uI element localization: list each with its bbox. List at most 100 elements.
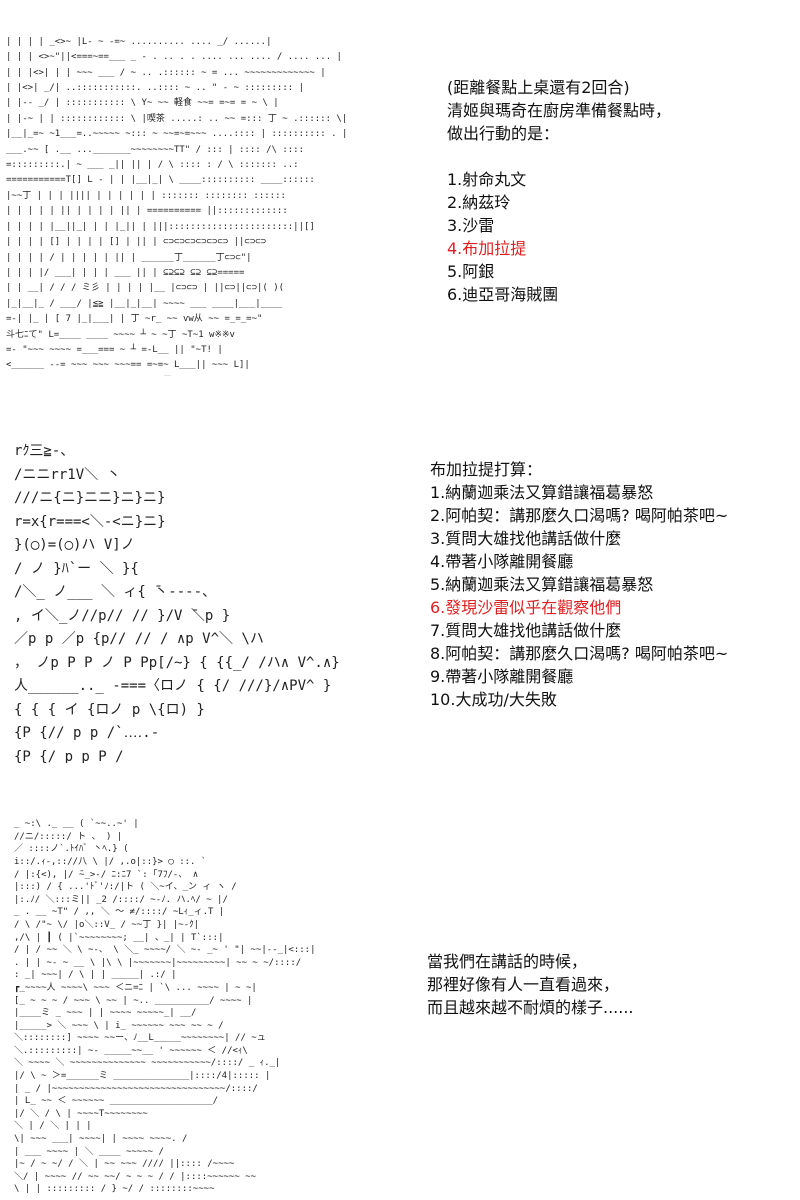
ascii-art-bucciarati: rｸ三≧-、 /ニニrr1V＼ 丶 ///ニ{ニ}ニニ}ニ}ニ} r=x{r==…	[14, 393, 390, 763]
ascii-art-line: _ ~:\ ._ __ ( `~~..~' |	[14, 819, 139, 830]
ascii-art-line: rｸ三≧-、	[14, 443, 75, 459]
text-line: 10.大成功/大失敗	[430, 690, 557, 709]
ascii-art-line: =:::::::::.| ~ ___ _|| || | / \ :::: : /…	[6, 160, 299, 171]
ascii-art-line: ＼ ~~~~ ＼ ~~~~~~~~~~~~~~ ~~~~~~~~~~~/::::…	[14, 1058, 281, 1069]
ascii-art-line: ＼::::::::] ~~~~ ~~ー、ﾉ__L_____~~~~~~~~| /…	[14, 1033, 266, 1044]
ascii-art-line: 人______.._ -===〈ロノ { {/ ///}/∧PV^ }	[14, 678, 332, 694]
ascii-art-line: | | | | [] | | | | [] | || | ⊂⊃⊂⊃⊂⊃⊂⊃⊂⊃⊂…	[6, 237, 267, 248]
text-lines: 當我們在講話的時候， 那裡好像有人一直看過來， 而且越來越不耐煩的樣子......	[427, 950, 634, 1019]
ascii-art-line: . | | ~- ~ __ \ |\ \ |~~~~~~~|~~~~~~~~~|…	[14, 957, 302, 968]
text-line: 4.布加拉提	[447, 239, 527, 258]
ascii-art-line: ＼.:::::::::| ~- _____~~__ ' ~~~~~~ ＜ //<…	[14, 1045, 248, 1056]
ascii-art-line: | | | | / | | | | | || | ______丁______丁⊂…	[6, 252, 252, 263]
ascii-art-line: =-| |_ | [ 7 |_|___| | 丁 ~r_ ~~ vw从 ~~ =…	[6, 314, 263, 325]
ascii-art-line: |/ ＼ / \ | ~~~~T~~~~~~~~	[14, 1108, 148, 1119]
ascii-art-line: | | :::::::: | /ｨ~ヘ: ::::: / _ / ~~ /	[14, 1196, 414, 1197]
ascii-art-line: ___.~~ [ .__ ..._______~~~~~~~~TT" / :::…	[6, 144, 305, 155]
ascii-art-line: / |:{<), |/ ̄~_>-/ ﾆ:ﾆ7 `: ｢7ﾌ/-、 ∧	[14, 869, 199, 880]
action-choice-text: (距離餐點上桌還有2回合) 清姬與瑪奇在廚房準備餐點時， 做出行動的是： 1.射命丸…	[447, 76, 671, 306]
ascii-art-line: | ___ ~~~~ | ＼ ____ ~~~~~ /	[14, 1146, 164, 1157]
narration-text: 當我們在講話的時候， 那裡好像有人一直看過來， 而且越來越不耐煩的樣子......	[427, 950, 634, 1019]
ascii-art-line: | _ / |~~~~~~~~~~~~~~~~~~~~~~~~~~~~~~~~/…	[14, 1083, 258, 1094]
ascii-art-line: |_|__|_ / ___/ |≦≧ |__|_|__| ~~~~ ___ __…	[6, 298, 283, 309]
ascii-art-line: >-==~ ~~~ =~= ~- ~~~ ~~~~ =~=王 |	[6, 374, 410, 377]
ascii-art-line: | |<>| _/| ..:::::::::::. ..:::: ~ .. " …	[6, 83, 305, 94]
ascii-art-line: | L_ ~~ ＜ ~~~~~~ ___________________/	[14, 1096, 219, 1107]
panel-restaurant: | | | | _<>~ |L- ~ -=~ .......... .... _…	[0, 0, 800, 385]
ascii-art-line: ＼ | / ＼ | | |	[14, 1121, 92, 1132]
ascii-art-line: / | / ~~ ＼ \ ~-、 \ ＼_ ~~~~/ ＼ ~- _~ ' "|…	[14, 945, 316, 956]
ascii-art-line: | | | | |__||_| | | |_|| | |||::::::::::…	[6, 221, 315, 232]
text-line: 做出行動的是：	[447, 124, 560, 143]
ascii-art-line: //ニ/:::::/ ト 、 ) |	[14, 831, 123, 842]
ascii-art-line: /＼_ ノ___ ＼ ィ{ ̄丶----、	[14, 584, 217, 600]
text-line: 3.沙雷	[447, 216, 495, 235]
ascii-art-line: ,/\ | ┃ ( |`~~~~~~~~; __| 、_| | T`:::|	[14, 932, 224, 943]
ascii-art-line: |:.ﾉ/ ＼:::ミ|| _2 /::::/ ~-ﾉ. ハ.ﾍ/ ~ |/	[14, 894, 228, 905]
ascii-art-line: i::/.ｨ-,:://八 \ |/ ,.o|::}> ◯ ::. `	[14, 856, 207, 867]
ascii-art-line: \| ~~~ ___| ~~~~| | ~~~~ ~~~~. /	[14, 1134, 188, 1145]
text-line: 6.迪亞哥海賊團	[447, 285, 559, 304]
text-line: 5.阿銀	[447, 262, 495, 281]
ascii-art-line: |:::) / { ...'ﾄﾞ'ﾉ:/|ト ( ＼~イ、_ン ィ ヽ /	[14, 882, 237, 893]
text-line: 3.質問大雄找他講話做什麼	[430, 529, 622, 548]
text-line: (距離餐點上桌還有2回合)	[447, 78, 630, 97]
text-lines: (距離餐點上桌還有2回合) 清姬與瑪奇在廚房準備餐點時， 做出行動的是： 1.射命丸…	[447, 76, 671, 306]
ascii-art-line: |/ \ ~ ＞=______ミ ______________|::::/4|:…	[14, 1071, 271, 1082]
ascii-art-line: ／p p ／p {p// // / ∧p V^＼ \ハ	[14, 631, 264, 647]
ascii-art-line: r=x{r===<＼-<ニ}ニ}	[14, 513, 166, 530]
ascii-art-line: \ | | ::::::::: / } ~/ / ::::::::~~~~	[14, 1184, 215, 1195]
text-line: 當我們在講話的時候，	[427, 952, 588, 971]
ascii-art-line: {P {// p p /`‥‥.-	[14, 725, 160, 741]
ascii-art-line: =- "~~~ ~~~~ =___=== ~ ┴ =-L__ || "~T! |	[6, 344, 223, 355]
text-line: 2.納茲玲	[447, 193, 511, 212]
ascii-art-line: |~ / ~ ~/ / ＼ | ~~ ~~~ //// ||:::: /~~~~	[14, 1159, 235, 1170]
ascii-art-line: , イ＼_ノ//p// // }/V ̄＼p }	[14, 607, 231, 624]
panel-observer: _ ~:\ ._ __ ( `~~..~' | //ニ/:::::/ ト 、 )…	[0, 785, 800, 1200]
text-line: 2.阿帕契：講那麼久口渴嗎? 喝阿帕茶吧~	[430, 506, 729, 525]
ascii-art-line: |____ミ _ ~~~ | | ~~~~ ~~~~~_| __/	[14, 1008, 197, 1019]
ascii-art-line: _ . __ ~T" / ,, ＼ ～ ≠/::::/ ~Lｨ_ィ.T |	[14, 907, 225, 918]
ascii-art-line: 斗七ﾆて" L=____ ____ ~~~~ ┴ ~ ~丁 ~T~1 w※※v	[6, 329, 235, 340]
ascii-art-line: | | | |/ ___| | | | ___ || | ⊆⊇⊆⊇ ⊆⊇ ⊆⊇=…	[6, 267, 245, 278]
ascii-art-lines: _ ~:\ ._ __ ( `~~..~' | //ニ/:::::/ ト 、 )…	[14, 818, 414, 1197]
ascii-art-line: | | | <>~"||<===~==___ _ - . .. . . ....…	[6, 52, 342, 63]
ascii-art-line: ===========T[] L - | | |__|_| \ ____::::…	[6, 175, 315, 186]
text-line: 8.阿帕契：講那麼久口渴嗎? 喝阿帕茶吧~	[430, 644, 729, 663]
ascii-art-line: | |-~ | | :::::::::::: \ |喫茶 .....: .. ~…	[6, 113, 348, 124]
ascii-art-line: / \ /"~ \/ |o＼::V_ / ~~丁 }| |~-ｸ|	[14, 919, 200, 930]
ascii-art-line: | | |<>| | | ~~~ ___ / ~ .. .:::::: ~ = …	[6, 67, 326, 78]
ascii-art-line: {P {/ p p P /	[14, 748, 124, 764]
panel-bucciarati: rｸ三≧-、 /ニニrr1V＼ 丶 ///ニ{ニ}ニニ}ニ}ニ} r=x{r==…	[0, 385, 800, 785]
text-line: 布加拉提打算：	[430, 460, 543, 479]
text-line: 1.射命丸文	[447, 170, 527, 189]
text-line: 9.帶著小隊離開餐廳	[430, 667, 574, 686]
ascii-art-line: ， ノp P P ノ P Pp[/~} { {{_/ /ハ∧ V^.∧}	[14, 654, 340, 671]
ascii-art-line: }(◯)=(◯)ハ V]ノ	[14, 537, 135, 553]
ascii-art-observer-scene: _ ~:\ ._ __ ( `~~..~' | //ニ/:::::/ ト 、 )…	[14, 793, 414, 1197]
ascii-art-line: |__|_=~ ~1___=..~~~~~ ~::: ~ ~~=~=~~~ ..…	[6, 129, 348, 140]
text-line	[447, 145, 671, 168]
ascii-art-line: ///ニ{ニ}ニニ}ニ}ニ}	[14, 490, 166, 506]
text-line: 7.質問大雄找他講話做什麼	[430, 621, 622, 640]
text-line: 1.納蘭迦乘法又算錯讓福葛暴怒	[430, 483, 654, 502]
ascii-art-restaurant-scene: | | | | _<>~ |L- ~ -=~ .......... .... _…	[6, 4, 410, 376]
text-line: 那裡好像有人一直看過來，	[427, 975, 620, 994]
text-line: 清姬與瑪奇在廚房準備餐點時，	[447, 101, 672, 120]
ascii-art-line: /ニニrr1V＼ 丶	[14, 466, 121, 483]
ascii-art-line: ┏_~~~~人 ~~~~\ ~~~ ＜ニ=ﾆ | `\ ... ~~~~ | ~…	[14, 982, 257, 993]
text-line: 而且越來越不耐煩的樣子......	[427, 998, 634, 1017]
ascii-art-line: : _| ~~~| / \ | | _____| .:/ |	[14, 970, 177, 981]
plan-choice-text: 布加拉提打算： 1.納蘭迦乘法又算錯讓福葛暴怒 2.阿帕契：講那麼久口渴嗎? 喝阿帕…	[430, 458, 728, 711]
text-line: 4.帶著小隊離開餐廳	[430, 552, 574, 571]
ascii-art-line: | | | | _<>~ |L- ~ -=~ .......... .... _…	[6, 36, 272, 47]
text-line: 6.發現沙雷似乎在觀察他們	[430, 598, 622, 617]
ascii-art-line: |~~丁 | | | |||| | | | | | | ::::::: ::::…	[6, 190, 286, 201]
ascii-art-line: <______ --= ~~~ ~~~ ~~~== =~=~ L___|| ~~…	[6, 360, 250, 371]
ascii-art-line: | | | | | || | | | | || | ========== ||:…	[6, 206, 288, 217]
ascii-art-line: [_ ~ ~ ~ / ~~~ \ ~~ | ~.. __________/ ~~…	[14, 995, 253, 1006]
ascii-art-line: ＼/ | ~~~~ // ~~ ~~/ ~ ~ ~ / / |::::~~~~~…	[14, 1171, 256, 1182]
ascii-art-line: | |-- _/ | ::::::::::: \ Y~ ~~ 軽食 ~~= =~…	[6, 98, 279, 109]
text-lines: 布加拉提打算： 1.納蘭迦乘法又算錯讓福葛暴怒 2.阿帕契：講那麼久口渴嗎? 喝阿帕…	[430, 458, 728, 711]
ascii-art-lines: rｸ三≧-、 /ニニrr1V＼ 丶 ///ニ{ニ}ニニ}ニ}ニ} r=x{r==…	[14, 440, 390, 763]
